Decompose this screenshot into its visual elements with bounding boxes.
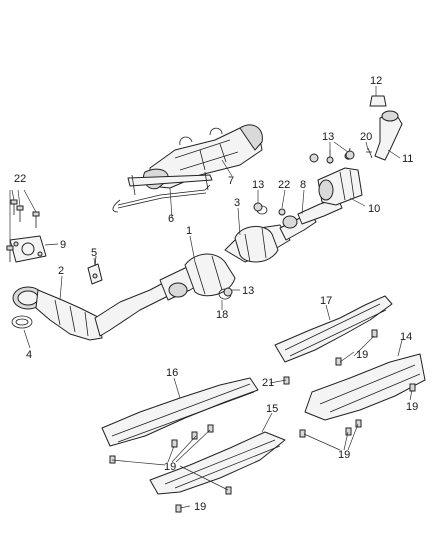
callout-5: 5	[91, 247, 97, 259]
callout-19-e: 19	[194, 501, 206, 513]
tail-extension	[366, 95, 403, 161]
callout-13-b: 13	[242, 285, 254, 297]
callout-3: 3	[234, 197, 240, 209]
heat-shield-16	[101, 377, 259, 447]
callout-22-right: 22	[278, 179, 290, 191]
callout-19-d: 19	[164, 461, 176, 473]
callout-13-c: 13	[322, 131, 334, 143]
leader-lines	[9, 86, 413, 509]
heat-shield-15	[149, 431, 286, 495]
bolt-set-22-left	[6, 199, 40, 262]
callout-11: 11	[402, 153, 413, 165]
callout-4: 4	[26, 349, 32, 361]
flange-plate	[9, 235, 47, 263]
callout-9: 9	[60, 239, 66, 251]
callout-19-a: 19	[356, 349, 368, 361]
callout-1: 1	[186, 225, 192, 237]
callout-12: 12	[370, 75, 382, 87]
tailpipe-and-muffler	[297, 147, 363, 225]
callout-16: 16	[166, 367, 178, 379]
callout-22-left: 22	[14, 173, 26, 185]
callout-18: 18	[216, 309, 228, 321]
nut-set-13	[223, 150, 355, 297]
callout-21: 21	[262, 377, 274, 389]
callout-19-c: 19	[338, 449, 350, 461]
heat-shield-17	[274, 295, 393, 363]
front-downpipe	[12, 281, 171, 341]
callout-13-a: 13	[252, 179, 264, 191]
callout-20: 20	[360, 131, 372, 143]
fastener-set-19	[109, 329, 416, 513]
callout-19-b: 19	[406, 401, 418, 413]
callout-2: 2	[58, 265, 64, 277]
callout-7: 7	[228, 175, 234, 187]
callout-17: 17	[320, 295, 332, 307]
upper-converter-assembly	[112, 124, 263, 213]
callout-14: 14	[400, 331, 412, 343]
callout-6: 6	[168, 213, 174, 225]
callout-15: 15	[266, 403, 278, 415]
hanger-bracket	[87, 255, 103, 285]
callout-10: 10	[368, 203, 380, 215]
gasket-ring	[11, 315, 33, 329]
callout-8: 8	[300, 179, 306, 191]
main-exhaust-pipe	[159, 213, 317, 301]
